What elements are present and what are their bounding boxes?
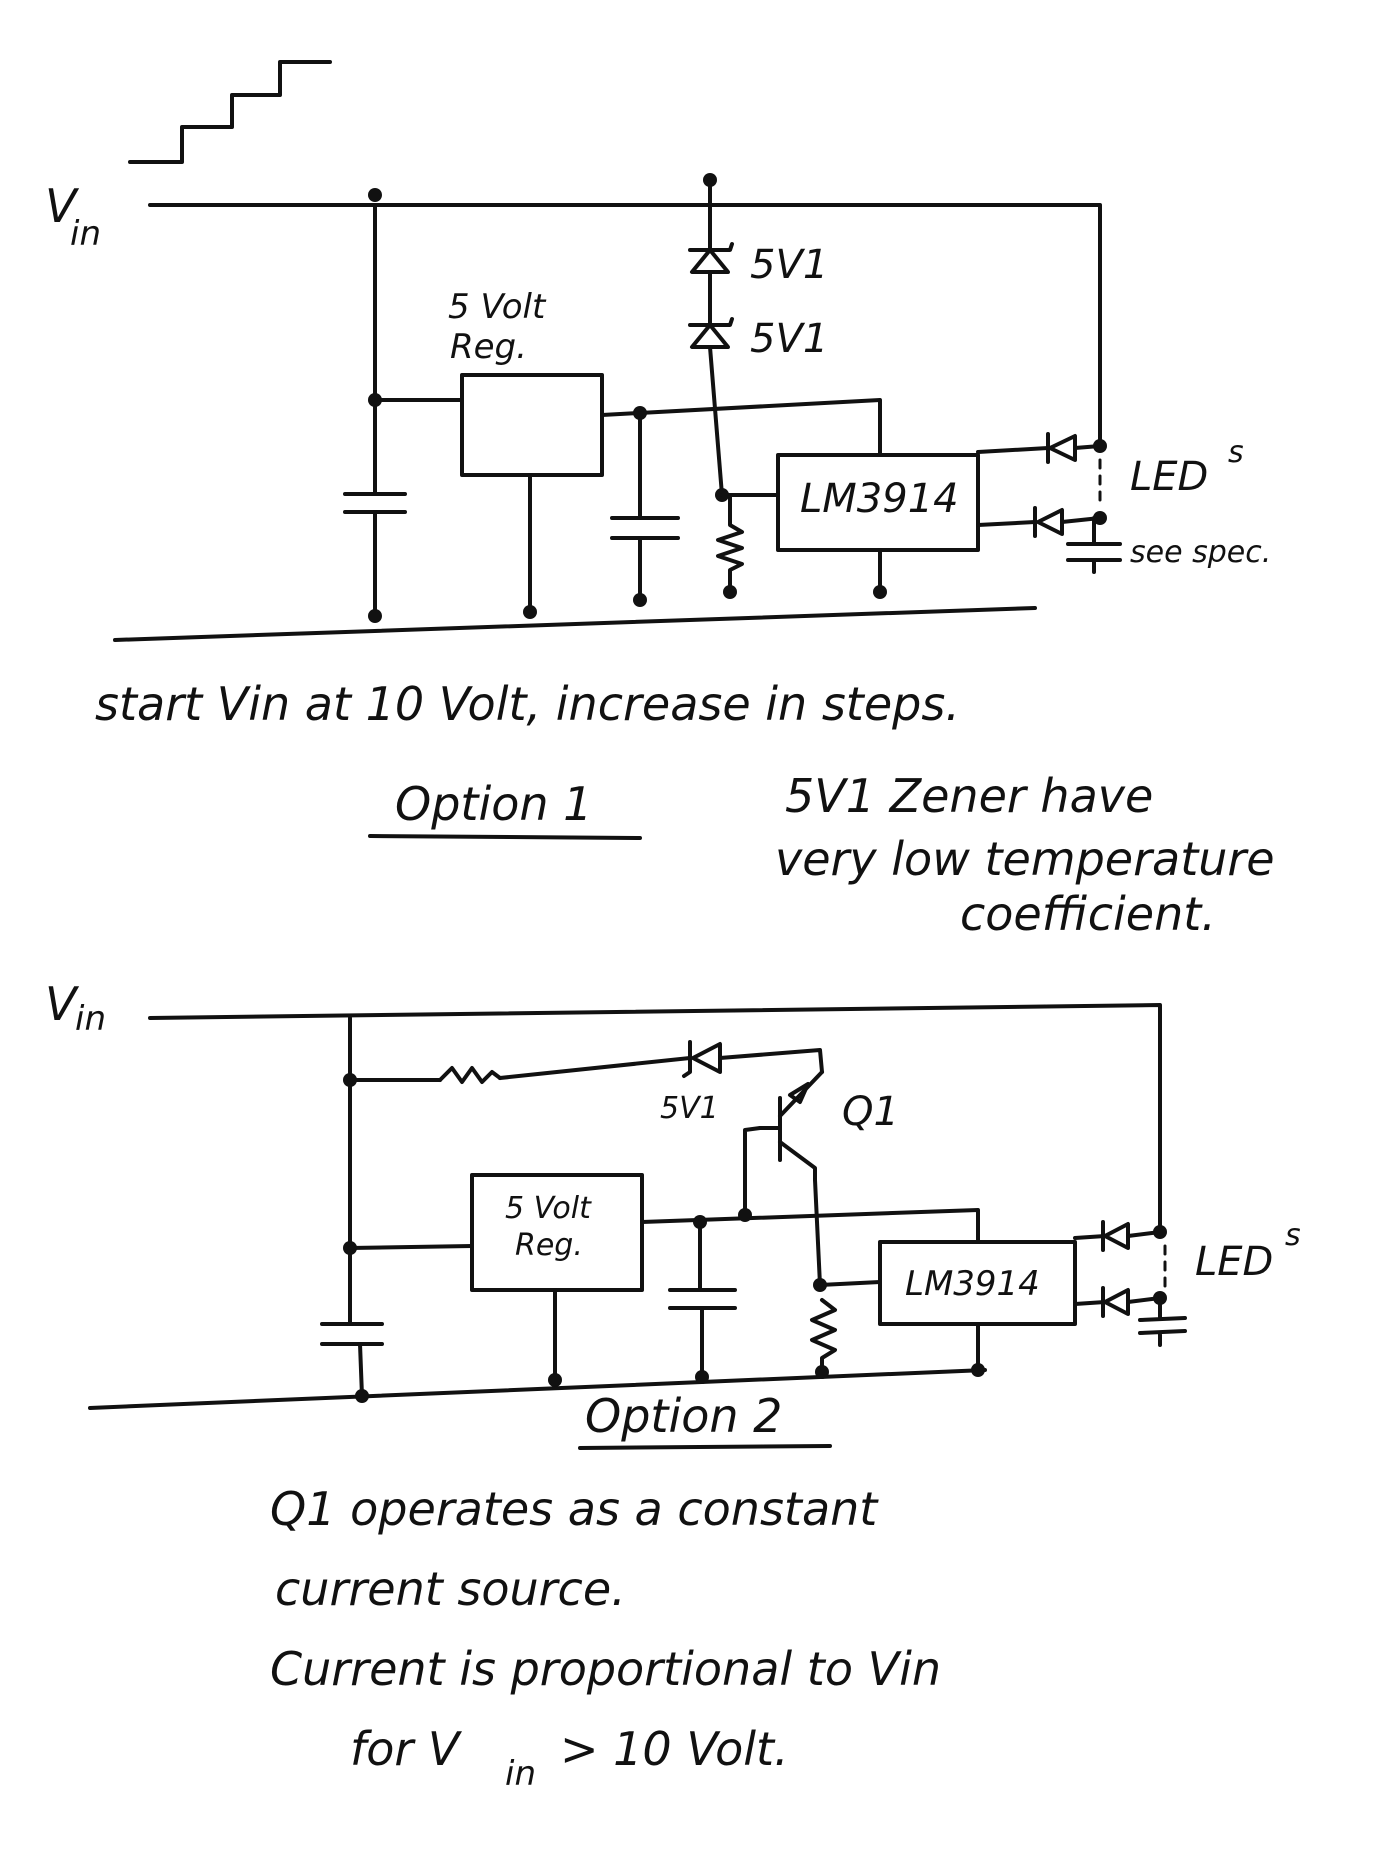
option1-ic-label: LM3914 — [800, 476, 959, 522]
option2-note-4sub: in — [505, 1754, 536, 1794]
option2-ic-label: LM3914 — [905, 1264, 1040, 1304]
option2-note-4b: > 10 Volt. — [560, 1722, 789, 1776]
option1-input-cap — [343, 492, 407, 514]
option2-led1-icon — [1101, 1220, 1130, 1252]
option1-regulator-box — [460, 373, 604, 477]
option1-resistor-icon — [716, 493, 744, 592]
option2-output-cap — [668, 1288, 737, 1310]
option1-output-cap — [610, 516, 680, 540]
option1-led2-icon — [1033, 506, 1064, 538]
option2-led-cap — [1138, 1296, 1187, 1347]
option2-zener-label: 5V1 — [660, 1091, 719, 1126]
option1-zener1-label: 5V1 — [750, 242, 828, 288]
option2-reg-label-1: 5 Volt — [505, 1191, 592, 1226]
option2-vin-sub: in — [75, 999, 106, 1039]
option2-ground-rail — [88, 1368, 987, 1410]
option1-zener2-icon — [688, 317, 734, 349]
option1-zener-note-2: very low temperature — [775, 832, 1275, 886]
option2-q1-icon — [758, 1070, 824, 1182]
option1-title-underline — [368, 834, 642, 840]
option2-circuit: V in 5V1 Q1 5 Volt Reg. — [45, 977, 1301, 1410]
option2-note-3: Current is proportional to Vin — [270, 1642, 941, 1696]
option1-title: Option 1 — [395, 777, 592, 831]
option1-zener-note-3: coefficient. — [960, 887, 1216, 941]
option1-zener2-label: 5V1 — [750, 316, 828, 362]
option1-circuit: V in 5 Volt Reg. 5V1 5V1 — [45, 60, 1271, 642]
option2-vin-label: V — [45, 977, 80, 1031]
option2-note-1: Q1 operates as a constant — [270, 1482, 879, 1536]
option1-instruction: start Vin at 10 Volt, increase in steps. — [95, 677, 960, 731]
option2-resistor1-icon — [438, 1066, 502, 1084]
option1-leds-label: LED — [1130, 454, 1208, 500]
option2-q1-label: Q1 — [842, 1089, 899, 1135]
option2-reg-label-2: Reg. — [515, 1228, 583, 1263]
option2-vin-rail — [148, 1003, 1162, 1232]
option2-input-cap — [320, 1322, 384, 1346]
option1-reg-label-1: 5 Volt — [448, 287, 547, 327]
option2-resistor2-icon — [810, 1298, 837, 1374]
option1-led1-icon — [1046, 432, 1077, 464]
option1-leds-sup: s — [1228, 435, 1244, 470]
option2-leds-label: LED — [1195, 1239, 1273, 1285]
option1-zener-note-1: 5V1 Zener have — [785, 769, 1153, 823]
option1-ground-rail — [113, 606, 1037, 642]
option2-led2-icon — [1101, 1286, 1130, 1318]
option1-vin-sub: in — [70, 214, 101, 254]
option1-zener1-icon — [688, 242, 734, 274]
option2-note-2: current source. — [275, 1562, 626, 1616]
step-signal-icon — [128, 60, 332, 164]
option2-title-underline — [578, 1444, 832, 1450]
option1-vin-label: V — [45, 179, 80, 233]
option1-vin-rail — [148, 203, 1102, 442]
option1-cap-note: see spec. — [1130, 535, 1271, 570]
option1-led-cap — [1066, 516, 1122, 574]
option2-leds-sup: s — [1285, 1218, 1301, 1253]
option1-reg-label-2: Reg. — [450, 327, 527, 367]
option2-note-4a: for V — [350, 1722, 463, 1776]
option2-title: Option 2 — [585, 1389, 782, 1443]
option2-zener-icon — [682, 1040, 722, 1078]
